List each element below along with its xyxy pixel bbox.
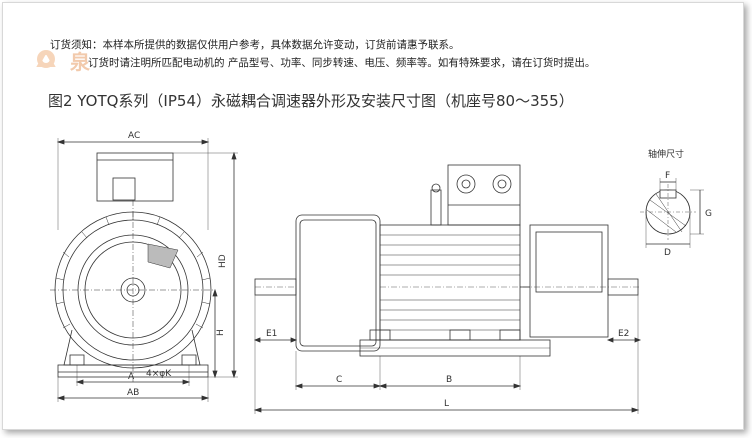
side-view xyxy=(253,164,642,414)
shaft-key-label: 轴伸尺寸 xyxy=(648,148,684,160)
dim-label-ab: AB xyxy=(127,388,139,398)
drawing-frame xyxy=(2,2,744,430)
shaft-key-detail xyxy=(640,178,704,248)
drawing-title: 图2 YOTQ系列（IP54）永磁耦合调速器外形及安装尺寸图（机座号80～355… xyxy=(48,92,574,110)
dim-label-hd: HD xyxy=(218,254,228,268)
dim-label-l: L xyxy=(444,399,449,409)
dim-label-g: G xyxy=(705,209,712,219)
company-logo xyxy=(36,49,56,68)
dim-label-a: A xyxy=(128,372,135,382)
dim-label-e1: E1 xyxy=(266,329,277,339)
dim-label-holes: 4×φK xyxy=(146,369,172,379)
front-view xyxy=(50,138,238,402)
dim-label-c: C xyxy=(336,375,342,385)
dim-label-d: D xyxy=(664,248,671,258)
dim-label-b: B xyxy=(446,375,452,385)
order-notice-line-1: 订货须知：本样本所提供的数据仅供用户参考，具体数据允许变动，订货前请惠予联系。 xyxy=(50,39,460,51)
dim-label-f: F xyxy=(665,171,670,181)
dim-label-h: H xyxy=(216,329,226,336)
logo-watermark: 泉 xyxy=(70,50,92,74)
dim-label-ac: AC xyxy=(128,131,140,141)
dim-label-e2: E2 xyxy=(618,329,629,339)
order-notice-line-2: 订货时请注明所匹配电动机的 产品型号、功率、同步转速、电压、频率等。如有特殊要求… xyxy=(88,57,596,69)
